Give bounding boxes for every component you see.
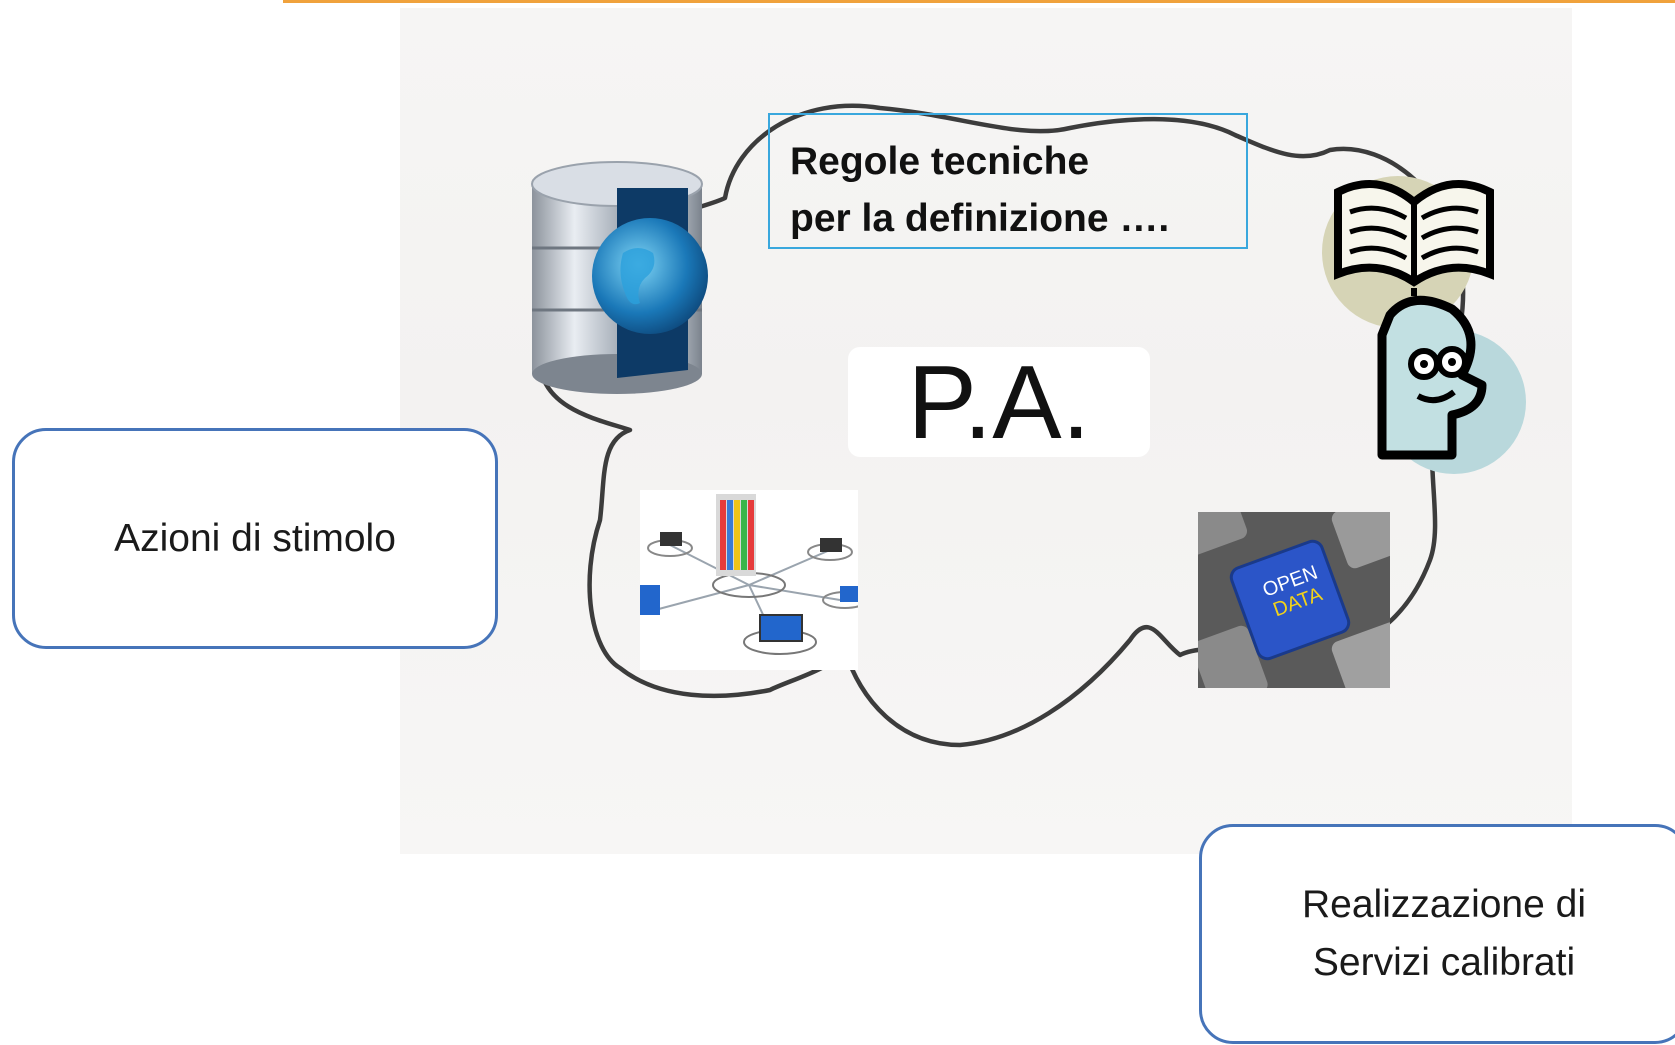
callout-right-line-1: Realizzazione di xyxy=(1302,883,1586,926)
pa-label-box: P.A. xyxy=(848,345,1150,461)
rules-line-2: per la definizione …. xyxy=(790,197,1170,240)
callout-realizzazione-servizi: Realizzazione di Servizi calibrati xyxy=(1199,824,1675,1044)
book-reader-icon xyxy=(1320,150,1530,480)
rules-line-1: Regole tecniche xyxy=(790,140,1090,183)
pa-label: P.A. xyxy=(907,345,1091,461)
header-accent-line xyxy=(283,0,1675,3)
open-data-key-icon: OPEN DATA xyxy=(1198,512,1390,688)
callout-left-text: Azioni di stimolo xyxy=(114,516,396,560)
network-database-icon xyxy=(640,490,858,670)
rules-text-box: Regole tecniche per la definizione …. xyxy=(768,113,1248,249)
callout-right-text: Realizzazione di Servizi calibrati xyxy=(1302,876,1586,992)
callout-right-line-2: Servizi calibrati xyxy=(1312,941,1576,984)
callout-azioni-di-stimolo: Azioni di stimolo xyxy=(12,428,498,649)
database-globe-icon xyxy=(528,158,718,398)
